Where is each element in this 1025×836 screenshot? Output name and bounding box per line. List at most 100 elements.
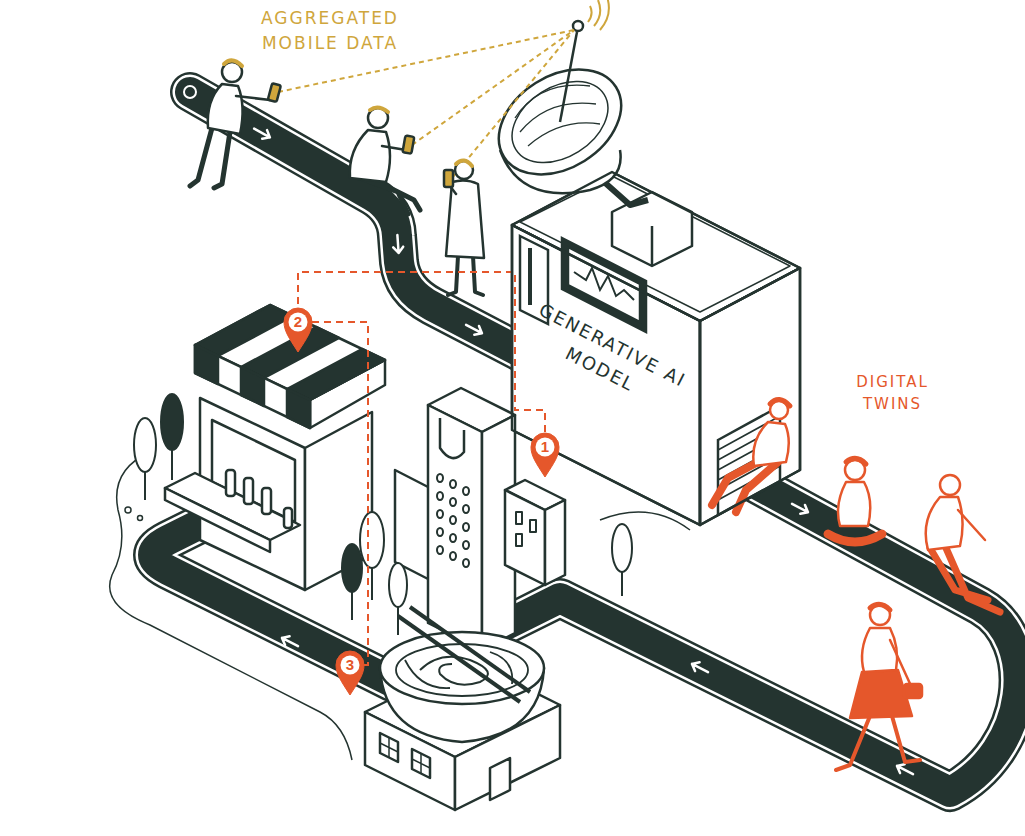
digital-twin [846,458,866,464]
ramen-shop [412,753,430,773]
tree [171,448,173,480]
office-building [437,492,443,500]
shop [241,367,264,406]
digital-twin [940,475,960,495]
road-arrow [895,761,916,778]
office-building [516,512,522,524]
person [455,161,473,179]
ground-outline [600,512,690,530]
office-building [463,505,469,513]
office-building [450,516,456,524]
tree [351,590,353,620]
ramen-shop [490,758,510,800]
digital-twin [712,399,790,512]
ramen-shop [412,749,430,778]
ramen-shop [380,733,398,762]
person [208,84,243,134]
office-building [437,528,443,536]
office-building [428,405,482,650]
shop [287,349,385,400]
road-arrow [392,235,403,254]
shop [195,345,218,384]
office-building [450,534,456,542]
shop [287,389,310,428]
road [153,478,1019,792]
person [370,107,388,112]
digital-twin [870,605,890,625]
office-building [450,480,456,488]
pin-shape [336,651,364,695]
person [224,60,242,66]
person [448,256,483,295]
ramen-shop [380,737,398,757]
office-building [463,541,469,549]
shop [195,345,310,428]
digital-twin [838,482,870,526]
digital-twin [828,458,882,542]
ground-outline [138,516,143,521]
digital-twin [770,399,790,406]
shop [284,508,292,528]
noodle-bowl [380,607,544,742]
person [446,180,484,258]
group-label: DIGITAL TWINS [845,372,940,416]
office-building [505,490,545,585]
satellite-dish [588,0,609,30]
tree [134,418,156,472]
digital-twin [958,510,985,540]
tree [371,565,373,600]
tree [397,605,399,635]
person [444,170,453,187]
model-building [512,225,700,525]
road-arrow [464,320,485,337]
model-building [520,176,790,312]
tree [144,470,146,500]
person [402,135,414,153]
road-arrow [790,499,811,516]
office-building [530,520,536,532]
digital-twin [850,670,912,718]
person [368,108,388,128]
office-building [450,552,456,560]
office-building [463,559,469,567]
office-building [516,534,522,546]
person [350,107,420,214]
digital-twin [904,684,922,698]
digital-twin [828,534,882,542]
road [153,478,1019,792]
tree [342,512,632,635]
shop [262,488,271,514]
office-building [440,418,464,458]
road [184,86,196,98]
callout-number: 3 [335,656,365,674]
digital-twin [862,628,897,672]
digital-twin [836,604,922,770]
satellite-dish [651,226,654,266]
office-building [545,500,565,585]
callout-number: 2 [283,313,313,331]
tree [342,544,362,592]
road [153,478,1019,792]
data-signal [452,30,574,178]
dashed-route [312,322,368,665]
road-arrow [252,124,916,778]
office-building [463,487,469,495]
noodle-bowl [410,607,530,692]
person [350,130,390,182]
road-arrow [280,633,301,650]
office-building [437,474,469,567]
satellite-dish [515,85,600,146]
signal-label: AGGREGATED MOBILE DATA [245,6,415,55]
model-building [512,172,800,525]
model-building [700,268,800,525]
noodle-bowl [398,616,520,702]
noodle-bowl [396,644,528,696]
shop [244,478,253,504]
ai-model-building: GENERATIVE AI MODEL [512,170,800,526]
gauge [528,248,532,305]
digital-twin [926,475,1000,612]
office-building [437,546,443,554]
person [456,160,472,166]
road [153,478,1019,792]
satellite-dish [573,21,583,31]
